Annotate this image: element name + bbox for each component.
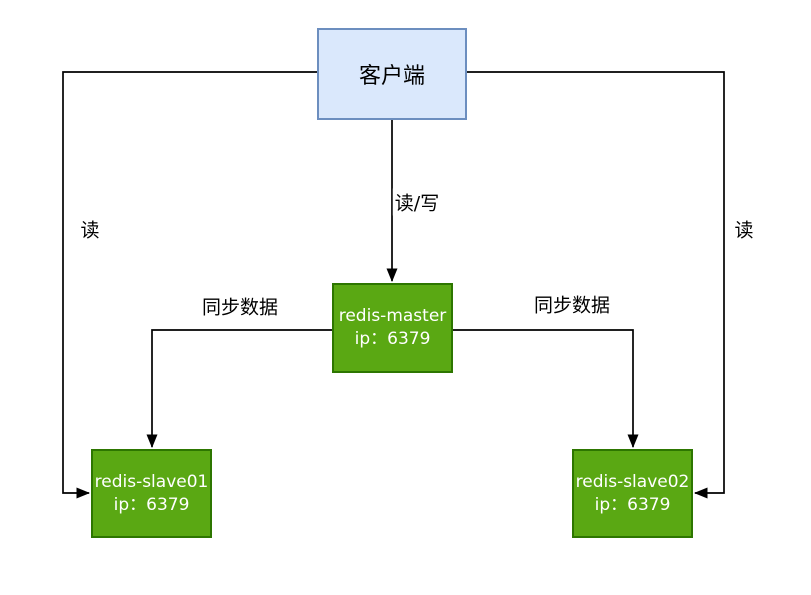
node-client: 客户端	[317, 28, 467, 120]
edge-label-read-right: 读	[732, 215, 756, 243]
node-redis-slave02-ip: ip：6379	[594, 494, 671, 515]
node-client-label: 客户端	[358, 64, 425, 89]
edge-master-to-slave01	[146, 329, 332, 448]
edge-client-to-slave01	[62, 71, 317, 499]
edge-label-sync-data-right: 同步数据	[531, 290, 613, 318]
edge-label-read-left: 读	[78, 215, 102, 243]
node-redis-slave02: redis-slave02 ip：6379	[572, 449, 693, 538]
node-redis-slave01-name: redis-slave01	[94, 471, 209, 492]
edge-label-read-write: 读/写	[392, 188, 442, 216]
node-redis-slave02-name: redis-slave02	[575, 471, 690, 492]
node-redis-slave01: redis-slave01 ip：6379	[91, 449, 212, 538]
edge-label-sync-data-left: 同步数据	[199, 292, 281, 320]
node-redis-slave01-ip: ip：6379	[113, 494, 190, 515]
edge-master-to-slave02	[453, 329, 639, 448]
node-redis-master-name: redis-master	[338, 306, 447, 326]
node-redis-master-ip: ip：6379	[354, 329, 431, 349]
node-redis-master: redis-master ip：6379	[332, 283, 453, 373]
edge-client-to-slave02	[467, 71, 725, 499]
